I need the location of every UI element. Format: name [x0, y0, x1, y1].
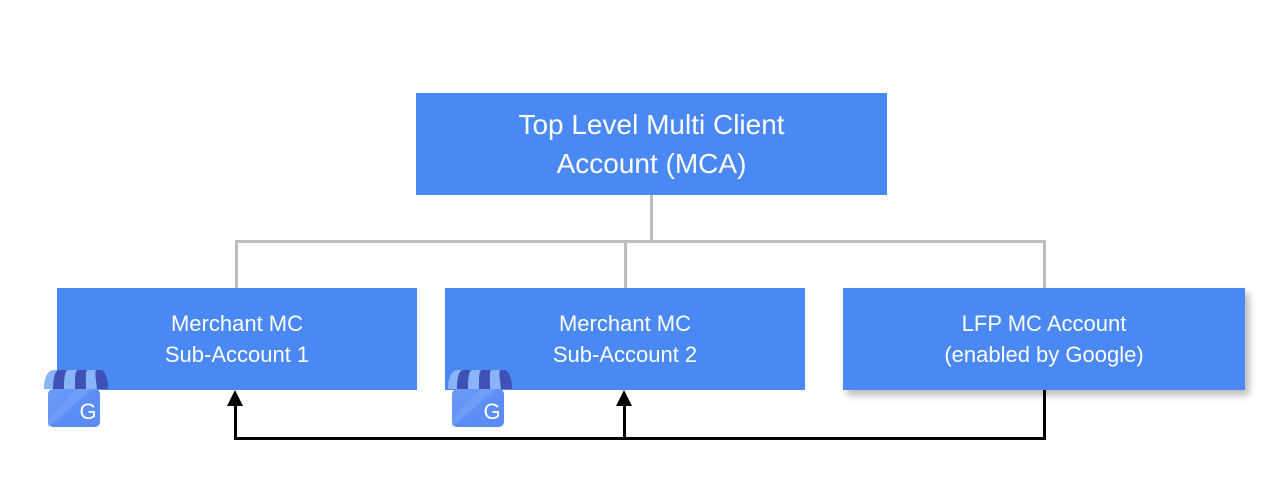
node-merchant-mc-sub-account-2-label: Merchant MC Sub-Account 2 [445, 308, 805, 370]
feedback-edge-from-lfp [1043, 390, 1046, 440]
connector-drop-to-sub-account-1 [235, 240, 238, 288]
feedback-edge-to-sub-account-2 [623, 399, 626, 439]
node-merchant-mc-sub-account-2[interactable]: Merchant MC Sub-Account 2 [445, 288, 805, 390]
google-my-business-storefront-icon: G [44, 370, 108, 427]
node-lfp-mc-account-label: LFP MC Account (enabled by Google) [843, 308, 1245, 370]
node-merchant-mc-sub-account-2-line-1: Merchant MC [558, 311, 692, 336]
node-lfp-mc-account-line-1: LFP MC Account [961, 311, 1127, 336]
node-lfp-mc-account-line-2: (enabled by Google) [944, 342, 1144, 367]
connector-drop-to-sub-account-2 [624, 240, 627, 288]
connector-horizontal-bus [235, 240, 1046, 243]
google-my-business-storefront-icon: G [448, 370, 512, 427]
gmb-letter-g: G [79, 399, 96, 424]
node-top-level-mca-line-2: Account (MCA) [556, 148, 747, 179]
arrowhead-up-icon-sub-account-2 [616, 390, 632, 406]
node-merchant-mc-sub-account-1-line-2: Sub-Account 1 [164, 342, 310, 367]
feedback-edge-to-sub-account-1 [234, 399, 237, 439]
connector-root-stem [650, 195, 653, 243]
node-top-level-mca-label: Top Level Multi Client Account (MCA) [416, 105, 887, 183]
connector-drop-to-lfp-account [1043, 240, 1046, 288]
node-merchant-mc-sub-account-2-line-2: Sub-Account 2 [552, 342, 698, 367]
feedback-edge-bus [234, 437, 1046, 440]
arrowhead-up-icon-sub-account-1 [227, 390, 243, 406]
node-merchant-mc-sub-account-1-label: Merchant MC Sub-Account 1 [57, 308, 417, 370]
node-merchant-mc-sub-account-1[interactable]: Merchant MC Sub-Account 1 [57, 288, 417, 390]
gmb-letter-g: G [483, 399, 500, 424]
node-merchant-mc-sub-account-1-line-1: Merchant MC [170, 311, 304, 336]
node-top-level-mca-line-1: Top Level Multi Client [518, 109, 785, 140]
node-lfp-mc-account[interactable]: LFP MC Account (enabled by Google) [843, 288, 1245, 390]
node-top-level-mca[interactable]: Top Level Multi Client Account (MCA) [416, 93, 887, 195]
